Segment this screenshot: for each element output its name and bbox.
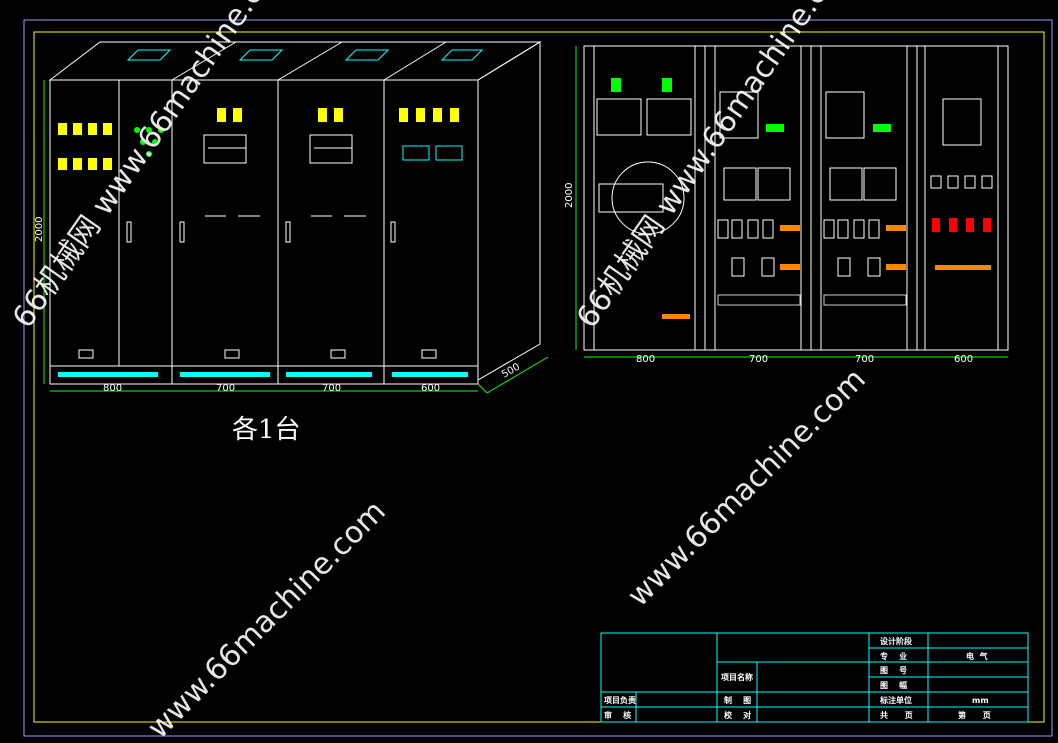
sheet-size-label: 图 幅 [880,680,907,690]
total-pages-label: 共 页 [880,710,913,720]
front-width-2: 700 [216,383,235,394]
project-name-label: 项目名称 [721,672,753,682]
front-height: 2000 [34,217,45,242]
title-block [600,632,1029,723]
watermark: www.66machine.com [141,494,393,743]
layout-view [583,45,1009,351]
front-depth: 500 [500,362,522,381]
drafting-label: 制 图 [724,695,751,705]
unit-value: mm [972,696,989,705]
page-no-label: 第 页 [958,710,991,720]
watermark: 66机械网 www.66machine.com [570,0,862,335]
front-width-1: 800 [103,383,122,394]
layout-width-4: 600 [954,354,973,365]
review-label: 审 核 [604,710,631,720]
discipline-value: 电 气 [966,651,988,661]
front-width-4: 600 [421,383,440,394]
outer-border [23,19,1053,737]
proofread-label: 校 对 [724,710,751,720]
drawing-no-label: 图 号 [880,666,907,675]
front-dimensions [43,80,549,394]
layout-width-2: 700 [749,354,768,365]
front-view [48,41,542,385]
drawing-frame [33,31,1045,723]
design-stage-label: 设计阶段 [880,636,912,646]
front-width-3: 700 [322,383,341,394]
layout-height: 2000 [564,183,575,208]
layout-dimensions [575,46,1008,358]
discipline-label: 专 业 [880,651,907,661]
layout-width-1: 800 [636,354,655,365]
project-lead-label: 项目负责 [604,695,636,705]
layout-width-3: 700 [855,354,874,365]
quantity-caption: 各1台 [232,415,301,445]
watermark: www.66machine.com [621,362,873,614]
unit-label: 标注单位 [879,695,912,705]
